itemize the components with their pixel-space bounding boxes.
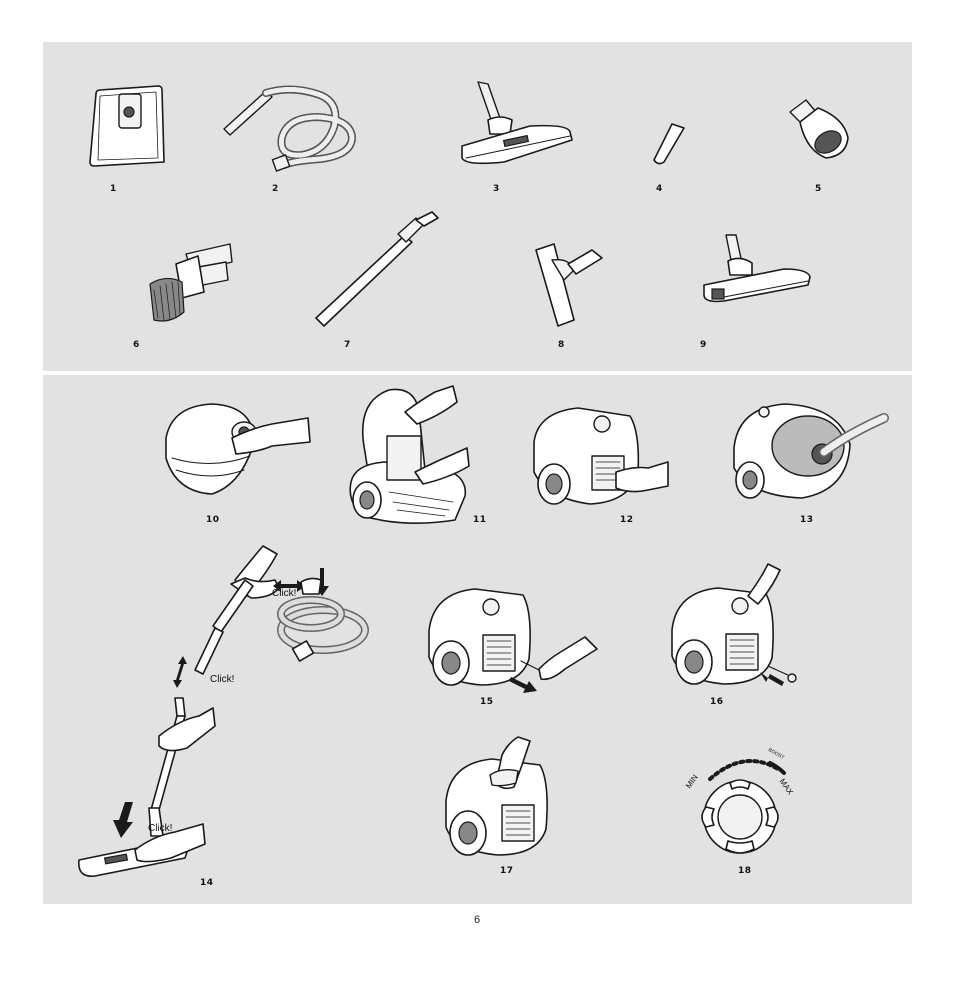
click-text-nozzle: Click! xyxy=(148,823,173,834)
figure-label-16: 16 xyxy=(710,697,724,707)
figure-label-2: 2 xyxy=(272,184,279,194)
accessories-panel xyxy=(43,42,912,371)
carry-handle-illustration xyxy=(442,735,562,860)
click-text-tube: Click! xyxy=(210,674,235,685)
floor-nozzle-illustration xyxy=(460,80,575,180)
figure-label-4: 4 xyxy=(656,184,663,194)
figure-label-3: 3 xyxy=(493,184,500,194)
figure-label-7: 7 xyxy=(344,340,351,350)
dust-bag-illustration xyxy=(86,82,176,172)
figure-label-10: 10 xyxy=(206,515,220,525)
figure-label-12: 12 xyxy=(620,515,634,525)
click-text-hose: Click! xyxy=(272,588,297,599)
figure-label-11: 11 xyxy=(473,515,487,525)
figure-label-17: 17 xyxy=(500,866,514,876)
open-lid-illustration xyxy=(162,398,312,508)
rewind-cord-illustration xyxy=(668,560,808,690)
turbo-nozzle-illustration xyxy=(700,233,815,308)
figure-label-14: 14 xyxy=(200,878,214,888)
telescopic-tube-illustration xyxy=(312,210,442,330)
power-dial-illustration xyxy=(682,745,812,860)
parquet-nozzle-illustration xyxy=(530,240,610,330)
dusting-brush-illustration xyxy=(146,240,236,330)
remove-filter-illustration xyxy=(530,402,670,508)
figure-label-18: 18 xyxy=(738,866,752,876)
figure-label-5: 5 xyxy=(815,184,822,194)
figure-label-8: 8 xyxy=(558,340,565,350)
page-number: 6 xyxy=(473,914,481,926)
figure-label-6: 6 xyxy=(133,340,140,350)
figure-label-15: 15 xyxy=(480,697,494,707)
insert-bag-illustration xyxy=(345,382,470,527)
figure-label-1: 1 xyxy=(110,184,117,194)
pull-cord-illustration xyxy=(425,585,600,693)
upholstery-tool-illustration xyxy=(786,98,856,163)
attach-hose-illustration xyxy=(730,398,890,508)
figure-label-13: 13 xyxy=(800,515,814,525)
assembly-illustration xyxy=(75,540,369,880)
hose-illustration xyxy=(222,85,362,175)
figure-label-9: 9 xyxy=(700,340,707,350)
crevice-tool-illustration xyxy=(648,122,688,167)
